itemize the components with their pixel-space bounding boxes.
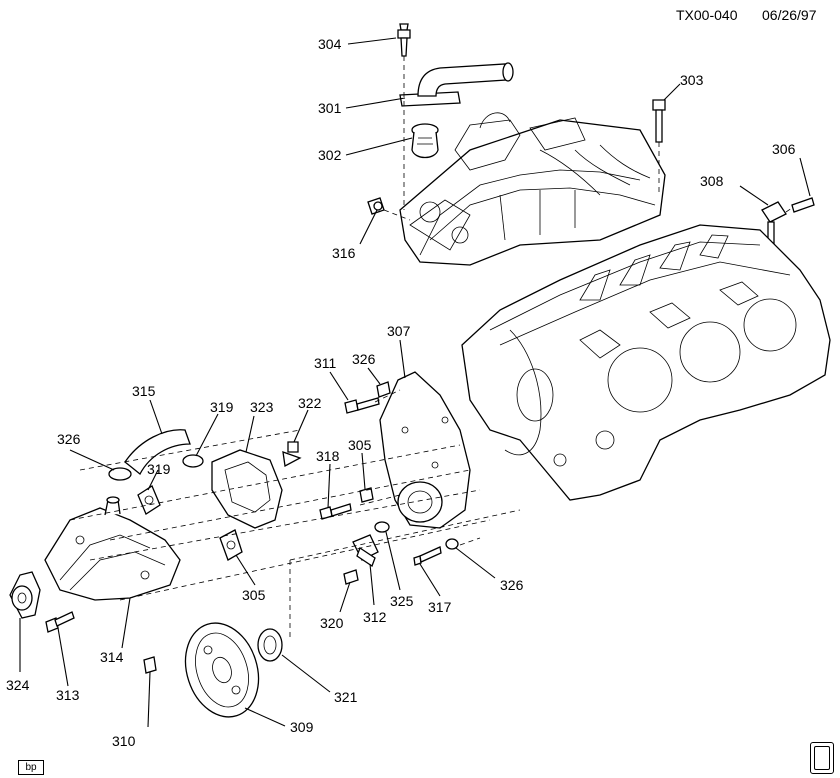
callout-323: 323: [250, 399, 274, 415]
water-pump: [44, 496, 181, 601]
engine-block: [461, 224, 831, 501]
plug-310: [143, 656, 157, 674]
callout-319-left: 326: [57, 431, 81, 447]
callout-319-right: 319: [210, 399, 234, 415]
callout-307: 307: [387, 323, 411, 339]
bolt-318: [319, 503, 352, 520]
hose-clamp-right: [182, 454, 204, 468]
pulley-hub: [9, 571, 41, 619]
callout-322: 322: [298, 395, 322, 411]
bolt-304: [397, 23, 411, 210]
assembly-lines: [69, 389, 521, 640]
callout-317: 317: [428, 599, 452, 615]
bolt-322: [282, 441, 302, 468]
washer-326-lower: [445, 538, 459, 550]
callout-303: 303: [680, 72, 704, 88]
callout-306: 306: [772, 141, 796, 157]
bypass-hose: [124, 429, 191, 475]
callout-324: 324: [6, 677, 30, 693]
ref-code: TX00-040: [676, 7, 738, 23]
revision-date: 06/26/97: [762, 7, 817, 23]
hose-clamp-left: [108, 467, 132, 481]
washer-326-upper: [376, 381, 391, 398]
intake-manifold: [399, 112, 666, 266]
callout-326-upper: 326: [352, 351, 376, 367]
bolt-313: [45, 611, 75, 633]
callout-316: 316: [332, 245, 356, 261]
callout-301: 301: [318, 100, 342, 116]
bolt-303: [652, 99, 666, 195]
corner-tag: bp: [18, 760, 44, 775]
callout-314: 314: [100, 649, 124, 665]
gasket-lower: [219, 529, 243, 561]
callout-315: 315: [132, 383, 156, 399]
stud-317: [413, 546, 442, 566]
bolt-320: [343, 569, 359, 585]
callout-308: 308: [700, 173, 724, 189]
sensor-312: [352, 534, 379, 567]
callout-310: 310: [112, 733, 136, 749]
water-outlet-pipe: [399, 62, 514, 107]
thermostat: [411, 123, 439, 159]
callout-321: 321: [334, 689, 358, 705]
callout-305-lower: 305: [242, 587, 266, 603]
callout-309: 309: [290, 719, 314, 735]
cover-gasket: [211, 449, 283, 529]
callout-326-lower: 326: [500, 577, 524, 593]
callout-302: 302: [318, 147, 342, 163]
callout-312: 312: [363, 609, 387, 625]
gm-spo-logo-icon: [810, 742, 834, 774]
harmonic-balancer: [184, 622, 260, 718]
leader-lines: [19, 37, 811, 728]
gasket-upper: [137, 485, 161, 515]
callout-326-mid: 305: [348, 437, 372, 453]
bolt-311: [344, 397, 380, 414]
callout-318: 318: [316, 448, 340, 464]
callout-305-upper: 319: [147, 461, 171, 477]
callout-325: 325: [390, 593, 414, 609]
front-crankshaft-seal: [257, 628, 283, 662]
sensor-316: [367, 197, 411, 221]
front-cover: [379, 371, 471, 529]
callout-313: 313: [56, 687, 80, 703]
callout-320: 320: [320, 615, 344, 631]
washer-326-mid: [359, 487, 374, 503]
fitting-306: [785, 197, 815, 213]
callout-311: 311: [314, 355, 337, 371]
callout-304: 304: [318, 36, 342, 52]
o-ring-325: [374, 521, 390, 533]
